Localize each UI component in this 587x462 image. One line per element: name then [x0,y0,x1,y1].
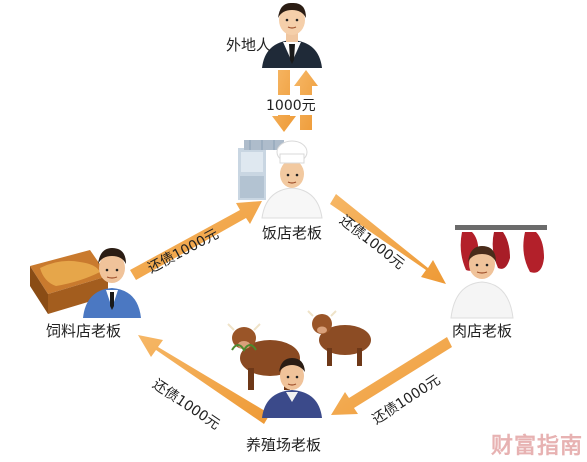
cow-icon [307,310,371,366]
feed-store-figure [30,248,141,318]
node-label-farm: 养殖场老板 [246,436,322,454]
arrow-butcher-farm [331,337,452,415]
edge-label-outsider-restaurant: 1000元 [266,95,316,115]
node-label-feed-store: 饲料店老板 [46,322,122,340]
node-label-butcher: 肉店老板 [452,322,513,340]
restaurant-figure [238,140,323,219]
watermark: 财富指南 [490,434,583,459]
farm-figure [227,310,371,418]
arrow-feed-restaurant [130,201,262,280]
arrow-restaurant-butcher [330,194,446,284]
node-label-outsider: 外地人 [226,36,272,54]
outsider-figure [262,2,322,68]
butcher-figure [450,225,547,319]
arrow-farm-feed [138,335,270,424]
node-label-restaurant: 饭店老板 [262,224,323,242]
